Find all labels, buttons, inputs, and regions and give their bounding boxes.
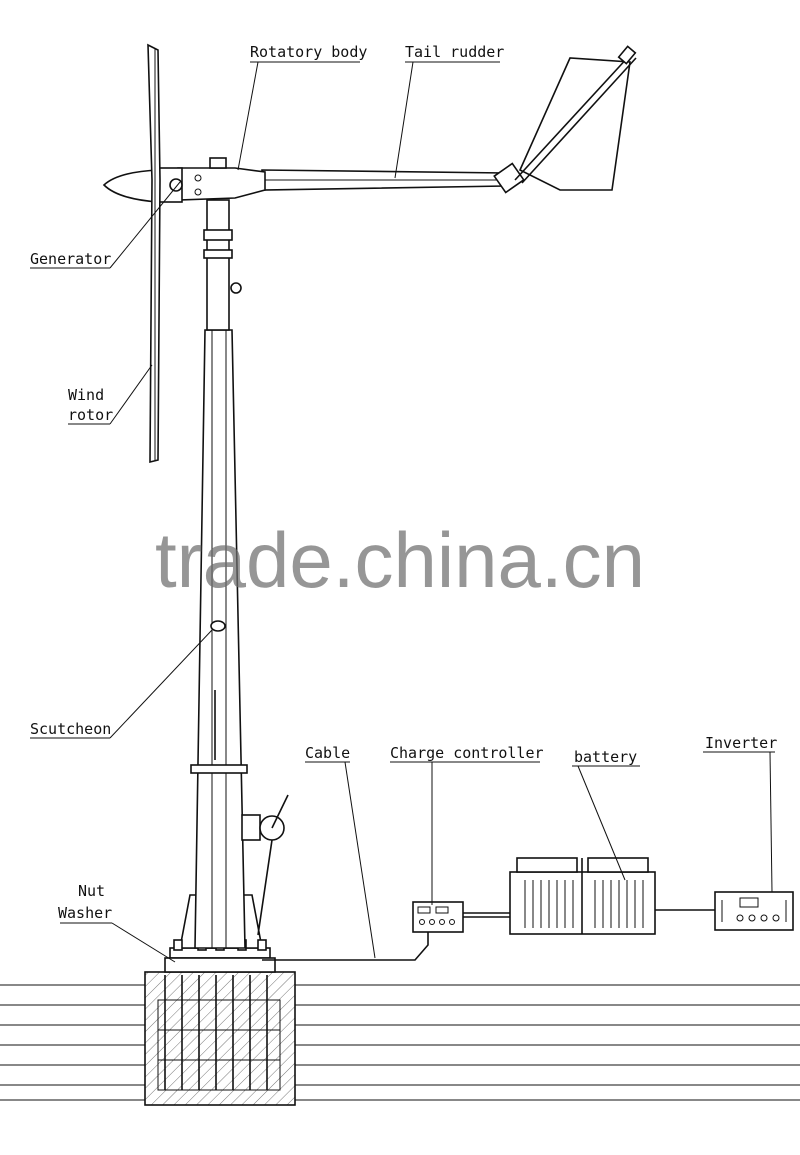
ground-lines — [0, 984, 800, 1101]
label-wind: Wind — [68, 386, 104, 404]
label-rotor: rotor — [68, 406, 113, 424]
labels: Rotatory body Tail rudder Generator Wind… — [30, 43, 777, 922]
electrical-system — [262, 857, 794, 961]
battery-box — [509, 857, 656, 935]
tower — [190, 199, 248, 949]
wind-rotor-blade — [147, 43, 161, 464]
label-cable: Cable — [305, 744, 350, 762]
tower-winch — [241, 794, 289, 936]
tail-assembly — [261, 45, 637, 194]
foundation — [144, 971, 296, 1106]
label-inverter: Inverter — [705, 734, 777, 752]
label-battery: battery — [574, 748, 637, 766]
scutcheon-plate — [210, 620, 226, 632]
label-scutcheon: Scutcheon — [30, 720, 111, 738]
label-generator: Generator — [30, 250, 111, 268]
label-nut: Nut — [78, 882, 105, 900]
label-washer: Washer — [58, 904, 112, 922]
inverter-box — [714, 891, 794, 931]
label-rotatory-body: Rotatory body — [250, 43, 367, 61]
label-tail-rudder: Tail rudder — [405, 43, 504, 61]
leader-lines — [30, 61, 775, 963]
nacelle — [102, 157, 266, 203]
label-charge-controller: Charge controller — [390, 744, 544, 762]
